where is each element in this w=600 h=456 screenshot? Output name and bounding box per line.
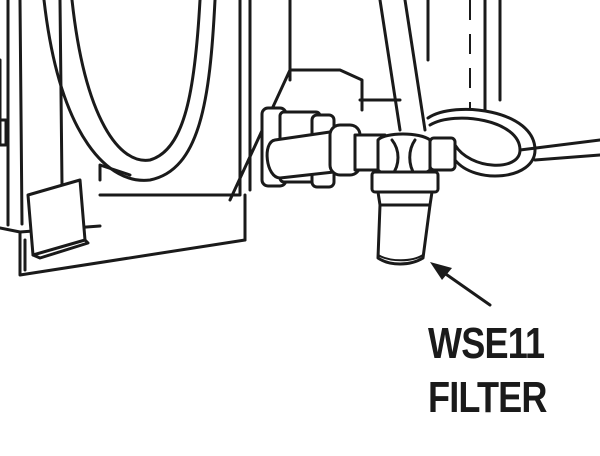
foot-pad [26, 178, 87, 257]
u-tube [42, 0, 217, 182]
callout-arrow [430, 262, 492, 307]
loop-tube [426, 107, 600, 178]
supply-tubes [358, 0, 502, 132]
appliance-base [0, 0, 364, 277]
callout-label-model: WSE11 [428, 319, 545, 368]
valve-assembly [260, 106, 457, 189]
callout-label-filter: FILTER [428, 373, 547, 422]
wse11-filter [370, 170, 440, 266]
